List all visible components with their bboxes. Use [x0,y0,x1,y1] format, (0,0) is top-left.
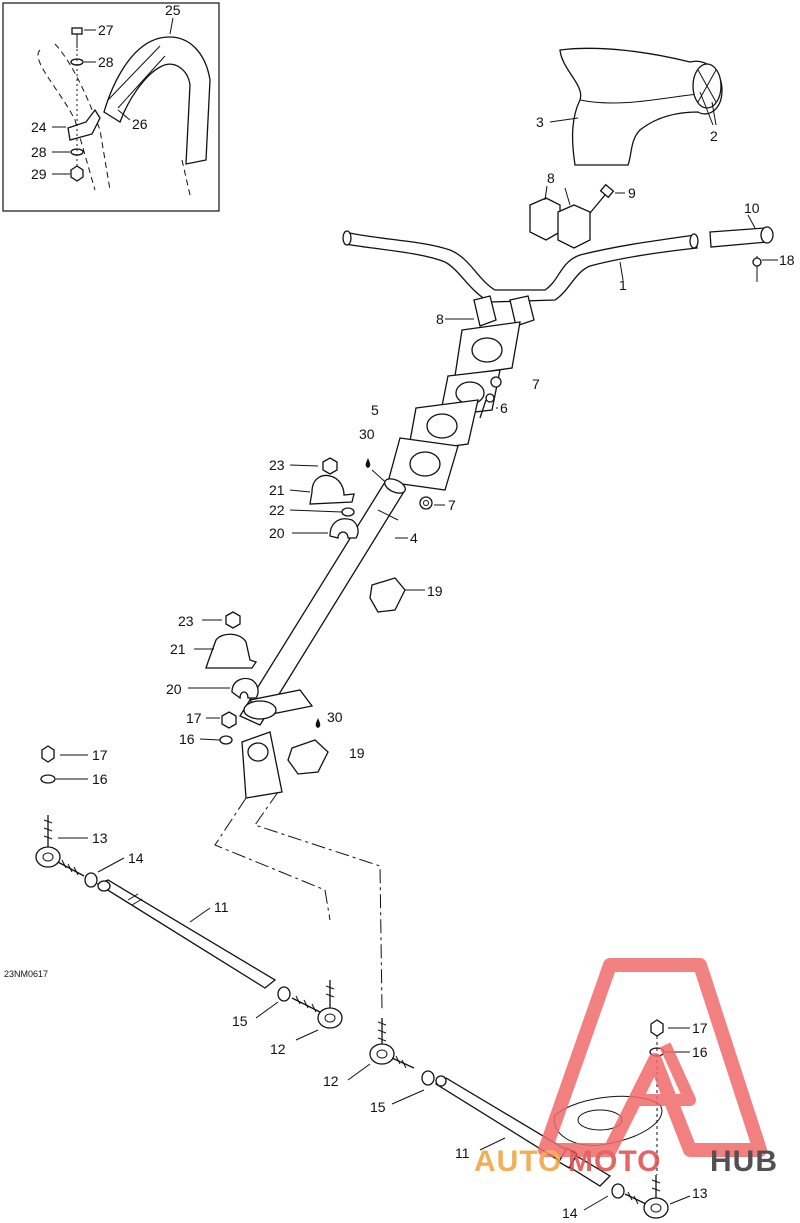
label-3: 3 [536,114,544,130]
label-27: 27 [98,22,114,38]
label-13-right: 13 [692,1185,708,1201]
label-6: 6 [500,400,508,416]
label-19-lower: 19 [349,745,365,761]
label-21-upper: 21 [269,482,285,498]
label-20-upper: 20 [269,525,285,541]
label-2: 2 [710,128,718,144]
tie-rod-right [347,1018,691,1219]
label-17-column: 17 [186,710,202,726]
label-17-right: 17 [692,1020,708,1036]
label-4: 4 [410,530,418,546]
watermark-brand-moto: MOTO [568,1145,661,1178]
label-14-left: 14 [128,850,144,866]
label-15-right: 15 [370,1099,386,1115]
steering-column-upper [365,295,535,510]
label-30-upper: 30 [359,426,375,442]
drawing-code: 23NM0617 [4,969,48,979]
label-16-left: 16 [92,771,108,787]
label-12-left: 12 [270,1041,286,1057]
label-8-lower: 8 [436,311,444,327]
label-26: 26 [132,116,148,132]
label-30-lower: 30 [327,709,343,725]
centerline-left [214,797,331,921]
lower-support-bracket [188,611,329,799]
clip-19-upper [369,577,425,613]
label-19-upper: 19 [427,583,443,599]
tie-rod-left [35,745,343,1041]
label-13-left: 13 [92,830,108,846]
label-25: 25 [165,2,181,18]
label-14-right: 14 [562,1205,578,1221]
inset-handlebar-pad: 27 28 24 28 29 25 26 [2,2,220,212]
label-16-column: 16 [179,731,195,747]
label-7-upper: 7 [532,376,540,392]
watermark-triangle-logo [538,958,767,1157]
upper-support-bracket [289,457,359,539]
watermark-brand-auto: AUTO [474,1145,562,1178]
label-11-right: 11 [455,1145,470,1161]
label-29: 29 [31,166,47,182]
label-10: 10 [744,200,760,216]
label-5: 5 [371,402,379,418]
label-28: 28 [98,54,114,70]
label-12-right: 12 [323,1073,339,1089]
watermark-brand-hub: HUB [710,1145,778,1178]
label-7-lower: 7 [448,497,456,513]
label-18: 18 [779,252,795,268]
label-17-left: 17 [92,747,108,763]
label-16-right: 16 [692,1044,708,1060]
centerline-right [254,791,383,1011]
handlebar [342,183,778,303]
label-23-lower: 23 [178,613,194,629]
label-24: 24 [31,119,47,135]
steering-column-tube [239,478,408,726]
handlebar-cover [549,47,723,166]
label-1: 1 [619,277,627,293]
label-9: 9 [628,185,636,201]
label-28-lower: 28 [31,144,47,160]
label-20-lower: 20 [166,681,182,697]
label-22: 22 [269,502,285,518]
label-23-upper: 23 [269,457,285,473]
label-8-upper: 8 [547,170,555,186]
label-21-lower: 21 [170,641,186,657]
label-11-left: 11 [214,899,229,915]
automotohub-watermark: AUTO MOTO HUB [474,958,778,1178]
label-15-left: 15 [232,1013,248,1029]
